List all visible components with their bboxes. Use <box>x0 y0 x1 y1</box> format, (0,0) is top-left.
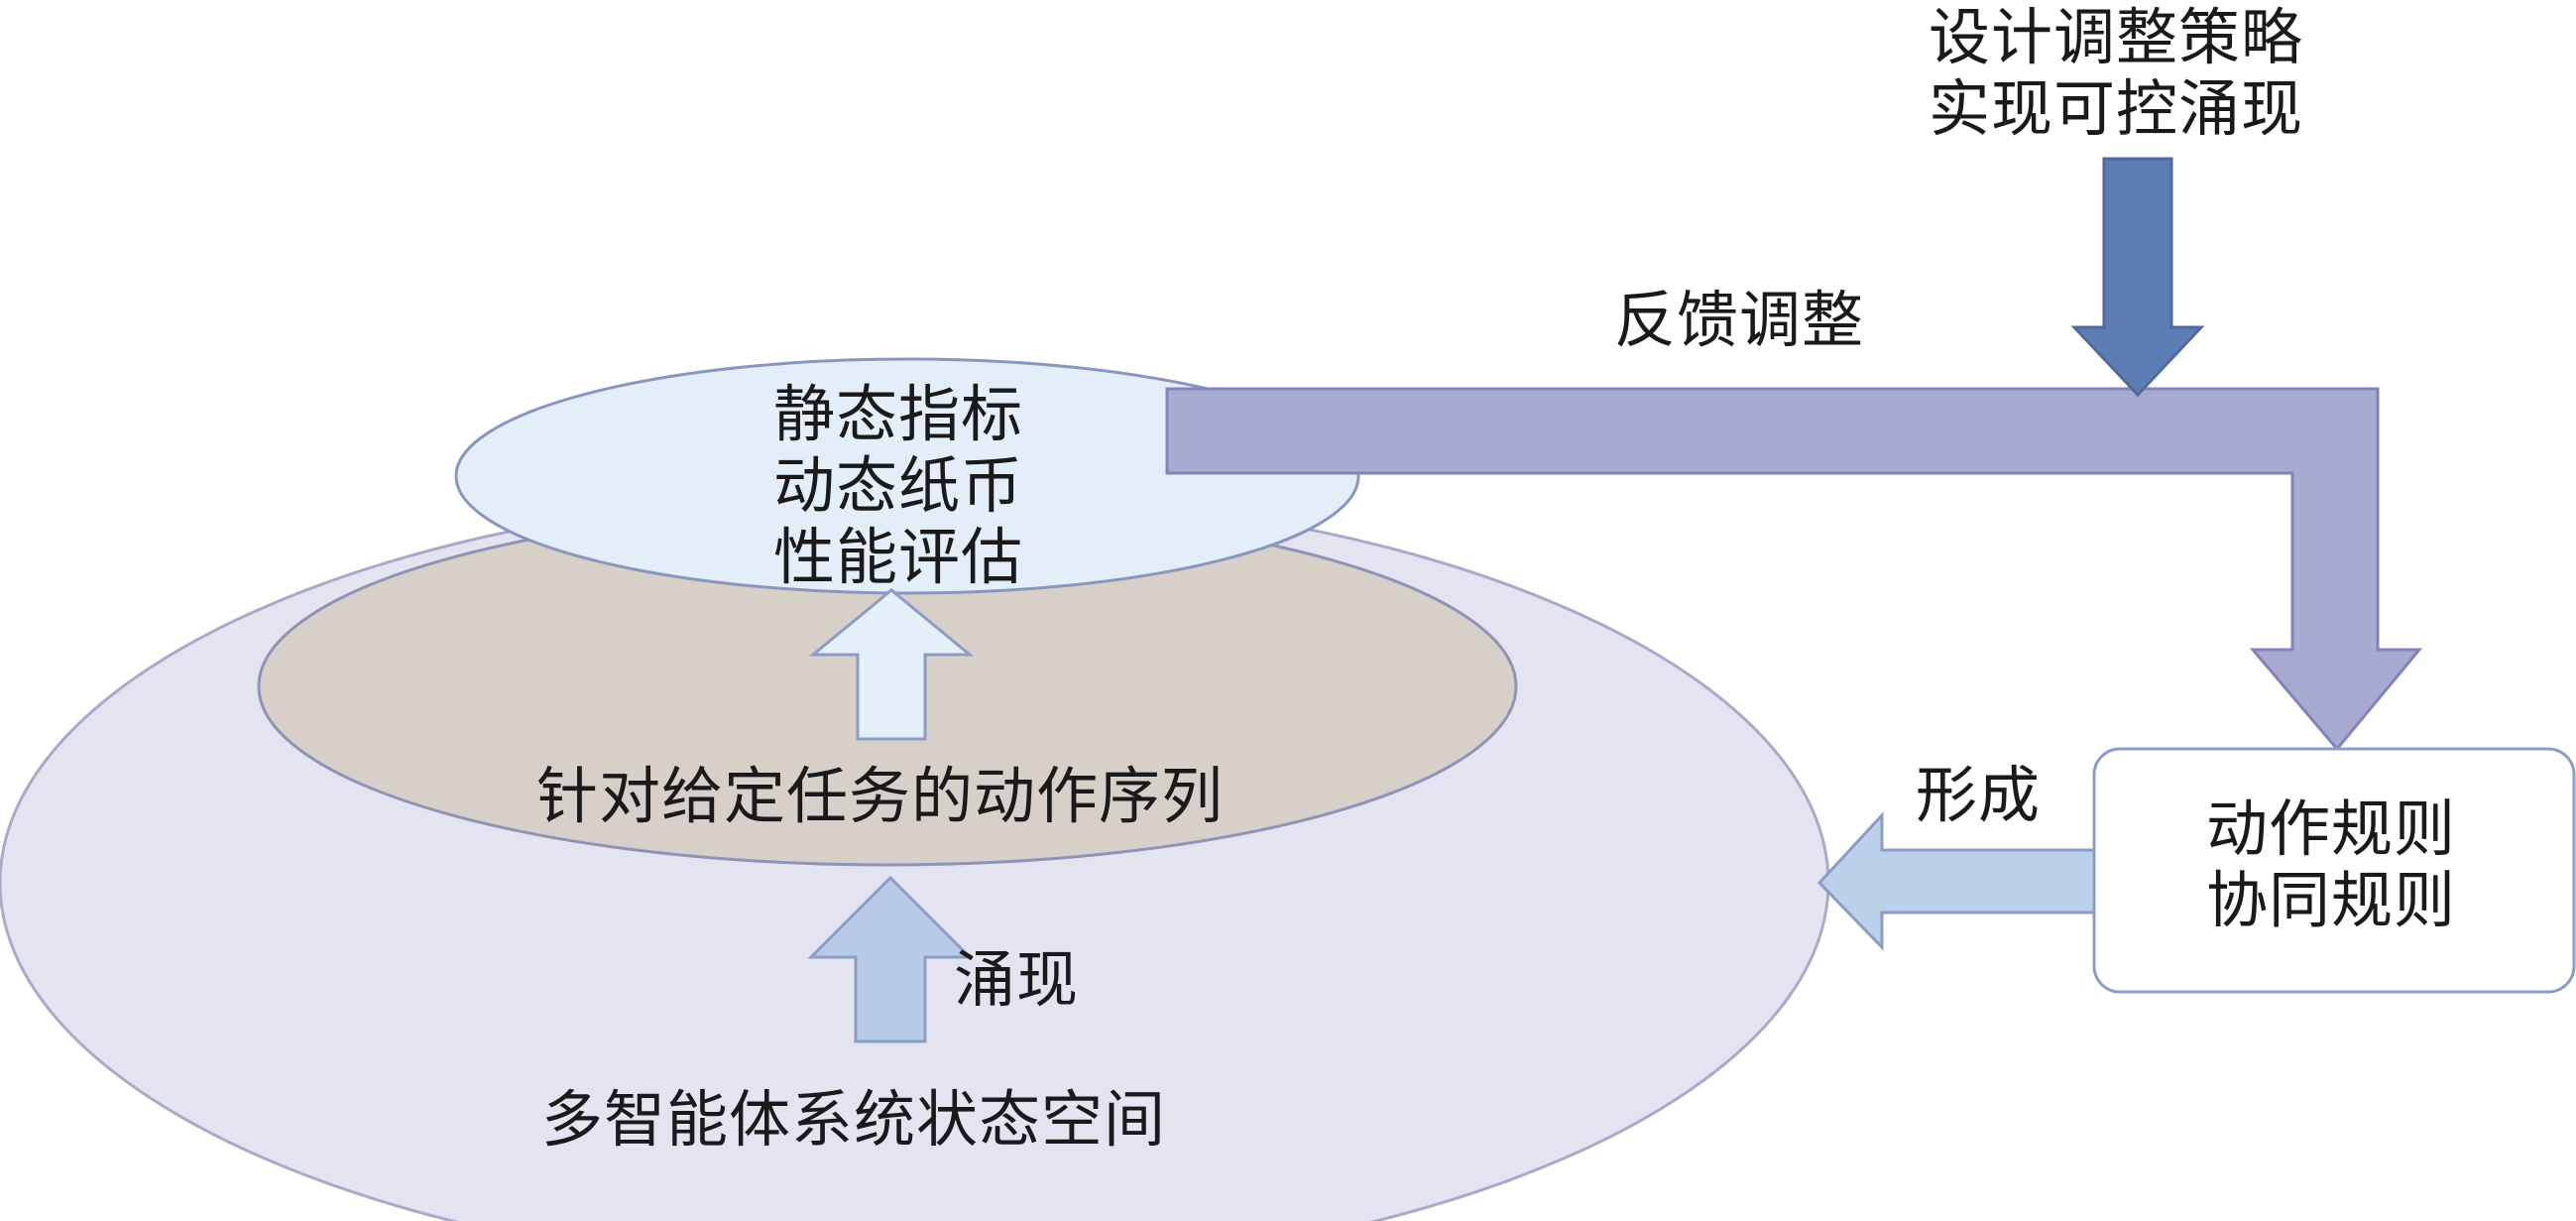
action-sequence-label: 针对给定任务的动作序列 <box>536 760 1225 832</box>
rule-cooperation: 协同规则 <box>2206 863 2457 936</box>
rule-action: 动作规则 <box>2206 793 2457 865</box>
feedback-label: 反馈调整 <box>1614 284 1865 356</box>
strategy-label: 设计调整策略 实现可控涌现 <box>1929 2 2303 145</box>
strategy-line-1: 设计调整策略 <box>1929 1 2304 73</box>
state-space-label: 多智能体系统状态空间 <box>541 1083 1167 1156</box>
rules-label: 动作规则 协同规则 <box>2206 794 2456 936</box>
rules-box <box>2092 747 2576 994</box>
strategy-arrow <box>2070 157 2205 398</box>
strategy-line-2: 实现可控涌现 <box>1929 71 2304 145</box>
feedback-arrow <box>1165 387 2423 752</box>
metric-performance: 性能评估 <box>773 520 1024 593</box>
metric-dynamic: 动态纸币 <box>773 448 1024 522</box>
arrow-up-to-evaluation <box>808 588 975 741</box>
form-label: 形成 <box>1916 759 2042 831</box>
form-arrow <box>1816 811 2096 951</box>
metric-static: 静态指标 <box>773 378 1024 450</box>
metrics-label: 静态指标 动态纸币 性能评估 <box>773 379 1023 593</box>
emergence-arrow <box>807 875 974 1043</box>
emergence-label: 涌现 <box>954 943 1080 1016</box>
evaluation-ellipse <box>454 357 1360 595</box>
